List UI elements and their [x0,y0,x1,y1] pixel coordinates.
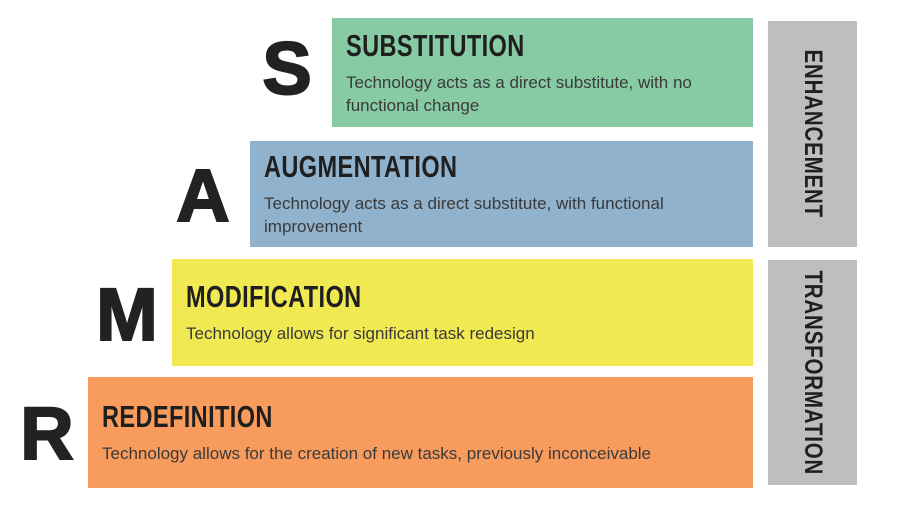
level-description-redefinition: Technology allows for the creation of ne… [102,444,652,463]
level-bar-augmentation: AUGMENTATION Technology acts as a direct… [250,141,753,247]
level-bar-modification: MODIFICATION Technology allows for signi… [172,259,753,366]
level-letter-modification: M [95,273,159,357]
level-description-modification: Technology allows for significant task r… [186,324,535,343]
level-title-text: SUBSTITUTION [346,27,525,63]
transformation-band: TRANSFORMATION [768,260,857,485]
level-title-modification: MODIFICATION [186,280,739,320]
transformation-label: TRANSFORMATION [799,270,827,475]
level-title-text: REDEFINITION [102,399,273,434]
level-bar-substitution: SUBSTITUTION Technology acts as a direct… [332,18,753,127]
level-title-text: MODIFICATION [186,279,362,314]
level-letter-augmentation: A [175,154,230,238]
level-title-augmentation: AUGMENTATION [264,150,739,190]
level-bar-redefinition: REDEFINITION Technology allows for the c… [88,377,753,488]
level-letter-substitution: S [261,27,312,111]
level-title-substitution: SUBSTITUTION [346,27,739,69]
level-description-augmentation: Technology acts as a direct substitute, … [264,194,664,236]
enhancement-label: ENHANCEMENT [799,49,827,219]
level-letter-redefinition: R [19,392,74,476]
level-title-text: AUGMENTATION [264,149,458,184]
enhancement-band: ENHANCEMENT [768,21,857,247]
level-title-redefinition: REDEFINITION [102,400,739,440]
level-description-substitution: Technology acts as a direct substitute, … [346,72,692,115]
